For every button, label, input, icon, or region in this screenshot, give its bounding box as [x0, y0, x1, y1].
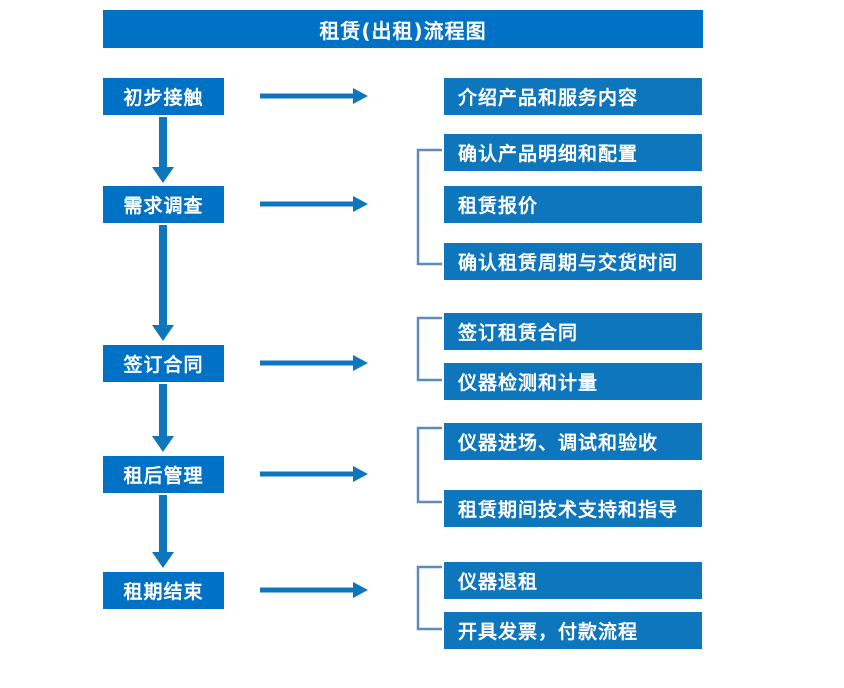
horizontal-arrow-3 [260, 355, 368, 371]
group-bracket-4 [416, 565, 442, 631]
vertical-arrow-2 [152, 225, 174, 341]
detail-box-8[interactable]: 租赁期间技术支持和指导 [444, 490, 702, 527]
stage-box-3[interactable]: 签订合同 [103, 345, 224, 382]
detail-box-5[interactable]: 签订租赁合同 [444, 313, 702, 350]
vertical-arrow-3 [152, 384, 174, 452]
horizontal-arrow-4 [260, 466, 368, 482]
stage-box-5[interactable]: 租期结束 [103, 572, 224, 609]
detail-box-9[interactable]: 仪器退租 [444, 562, 702, 599]
stage-box-1[interactable]: 初步接触 [103, 78, 224, 115]
vertical-arrow-1 [152, 117, 174, 183]
group-bracket-3 [416, 426, 442, 504]
stage-box-2[interactable]: 需求调查 [103, 186, 224, 223]
group-bracket-2 [416, 316, 442, 382]
horizontal-arrow-5 [260, 582, 368, 598]
detail-box-4[interactable]: 确认租赁周期与交货时间 [444, 243, 702, 280]
detail-box-10[interactable]: 开具发票，付款流程 [444, 612, 702, 649]
vertical-arrow-4 [152, 495, 174, 568]
detail-box-7[interactable]: 仪器进场、调试和验收 [444, 423, 702, 460]
horizontal-arrow-1 [260, 88, 368, 104]
stage-box-4[interactable]: 租后管理 [103, 456, 224, 493]
detail-box-6[interactable]: 仪器检测和计量 [444, 363, 702, 400]
detail-box-2[interactable]: 确认产品明细和配置 [444, 134, 702, 171]
detail-box-1[interactable]: 介绍产品和服务内容 [444, 78, 702, 115]
group-bracket-1 [416, 148, 442, 266]
horizontal-arrow-2 [260, 196, 368, 212]
page-title: 租赁(出租)流程图 [103, 10, 703, 48]
detail-box-3[interactable]: 租赁报价 [444, 186, 702, 223]
